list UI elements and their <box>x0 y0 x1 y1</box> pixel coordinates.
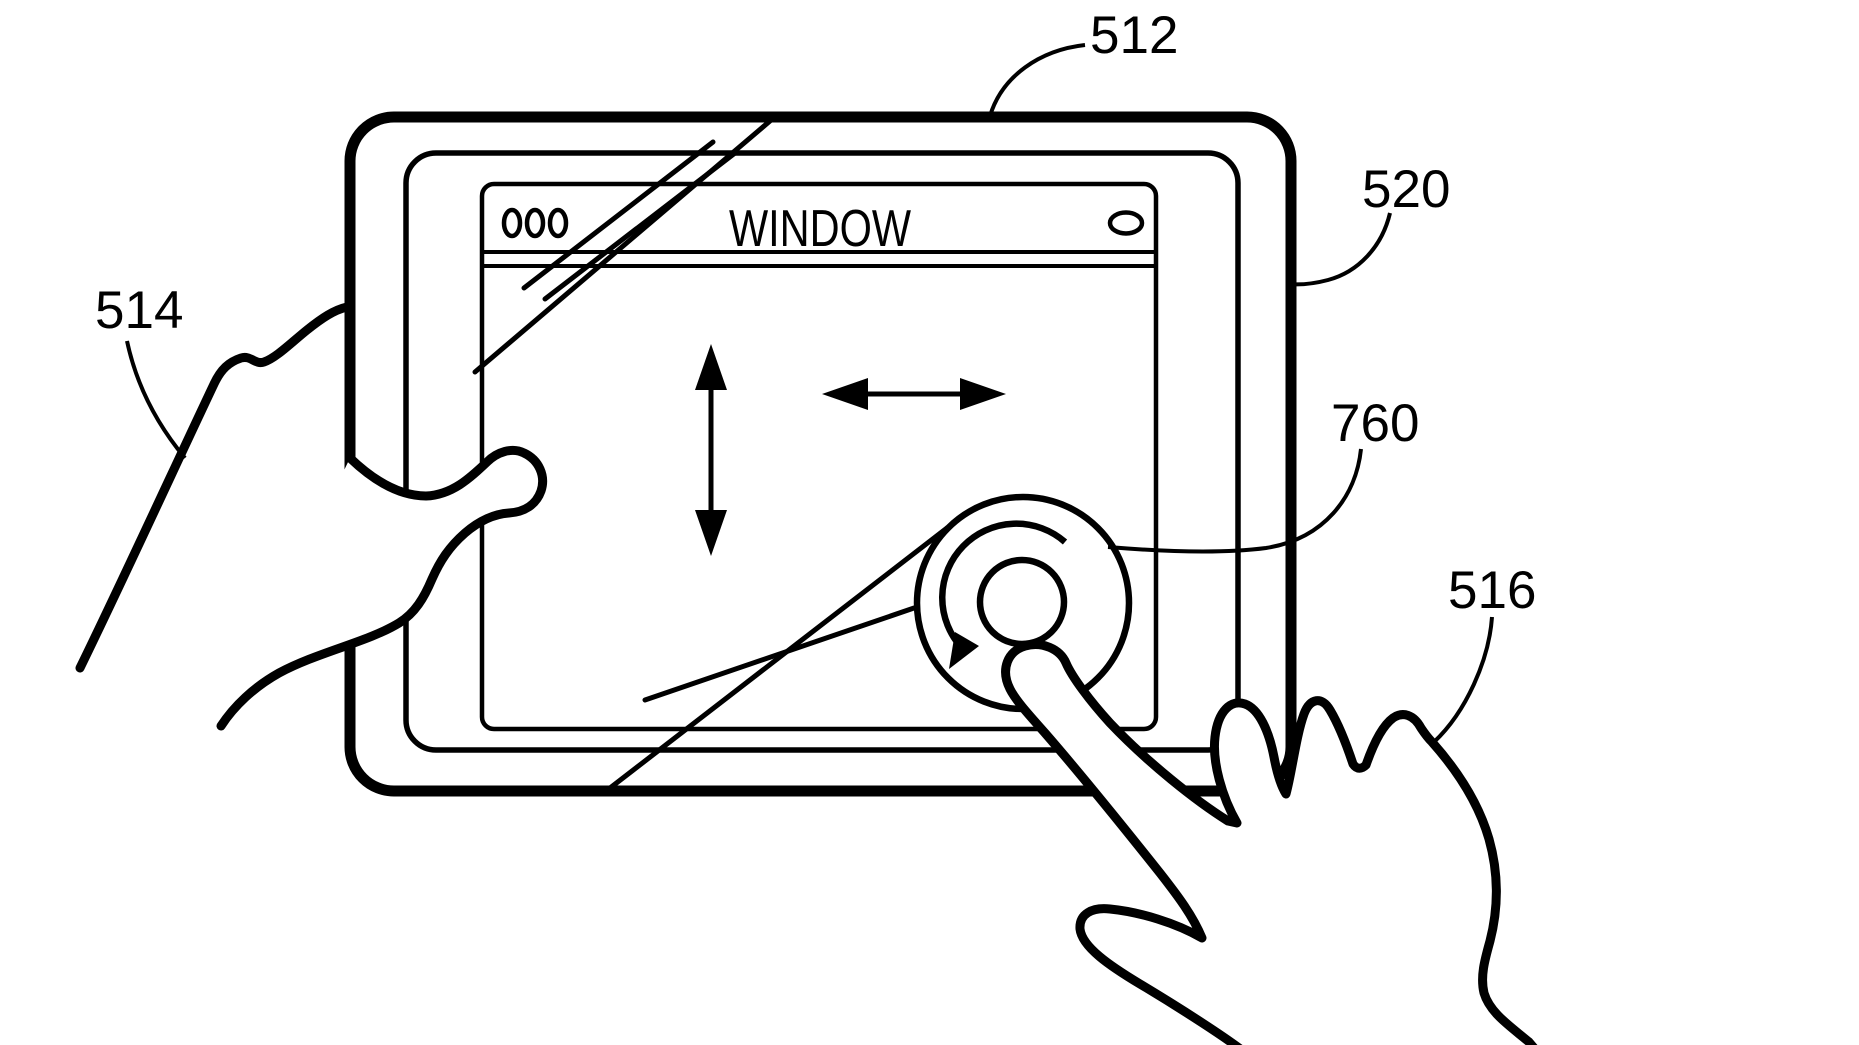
leader-line-514 <box>125 340 187 460</box>
ref-label-516: 516 <box>1448 561 1536 620</box>
gesture-arrows <box>695 344 1006 556</box>
left-hand-outline <box>75 302 352 673</box>
horizontal-pan-arrow-icon <box>822 378 1006 410</box>
window-dot-icon <box>501 207 523 239</box>
window-dots-icon <box>501 207 569 239</box>
reflection-line <box>542 150 738 302</box>
reflection-line <box>521 139 716 291</box>
left-thumb <box>216 445 548 731</box>
leader-line-512 <box>988 43 1086 117</box>
window-dot-icon <box>547 207 569 239</box>
ref-label-760: 760 <box>1331 394 1419 453</box>
window-close-oval-icon <box>1107 210 1145 236</box>
window-title: WINDOW <box>729 200 911 258</box>
reference-callouts: 512 514 520 760 516 <box>95 6 1536 744</box>
glass-reflection-lines <box>472 118 950 791</box>
left-thumb-outline <box>216 445 548 731</box>
vertical-pan-arrow-icon <box>695 344 727 556</box>
leader-line-760 <box>1107 448 1363 554</box>
leader-line-516 <box>1432 616 1494 744</box>
left-thumb-fill <box>221 450 543 726</box>
ref-label-520: 520 <box>1362 160 1450 219</box>
ref-label-514: 514 <box>95 281 183 340</box>
rotation-arrow-icon <box>949 632 979 669</box>
right-hand <box>1001 640 1538 1045</box>
wheel-rotation-arc <box>939 520 1068 651</box>
reflection-line <box>642 605 917 703</box>
ref-label-512: 512 <box>1090 6 1178 65</box>
reflection-line <box>607 525 950 791</box>
right-hand-outline <box>1001 640 1538 1045</box>
left-hand <box>75 302 352 673</box>
window-dot-icon <box>524 207 546 239</box>
leader-line-520 <box>1286 212 1392 287</box>
wheel-inner-knob <box>976 556 1068 648</box>
